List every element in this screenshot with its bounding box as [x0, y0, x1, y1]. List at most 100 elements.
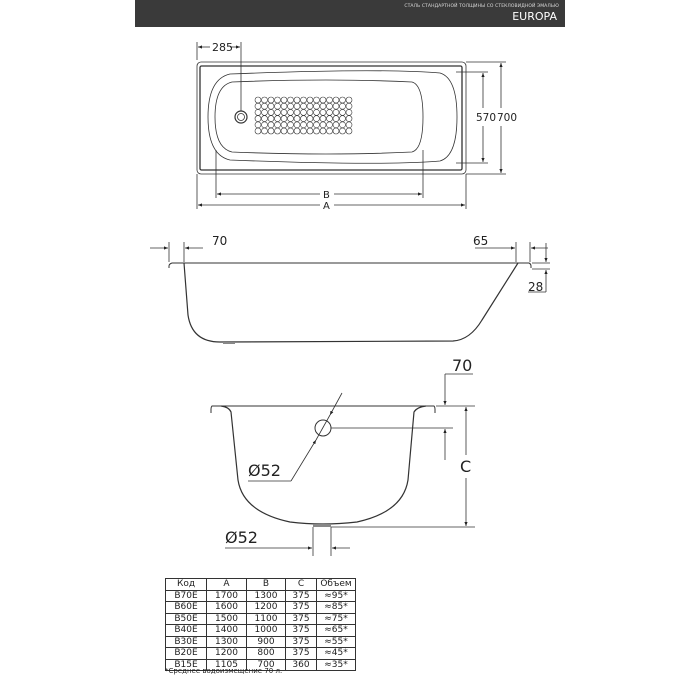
anti-slip-dot: [293, 96, 301, 104]
anti-slip-dot: [254, 109, 262, 116]
anti-slip-dot: [345, 109, 353, 116]
top-view: [196, 42, 506, 209]
table-cell: ≈45*: [316, 647, 356, 660]
table-cell: ≈75*: [316, 612, 356, 625]
anti-slip-dot: [254, 102, 262, 110]
anti-slip-dot: [274, 96, 281, 104]
anti-slip-dot: [300, 102, 307, 110]
col-b: B: [246, 578, 286, 591]
anti-slip-dot: [319, 127, 327, 135]
table-cell: 1700: [206, 589, 247, 602]
anti-slip-dot: [345, 127, 353, 135]
anti-slip-dot: [287, 121, 294, 129]
anti-slip-dot: [267, 109, 275, 116]
anti-slip-dot: [339, 96, 346, 104]
dim-outer-width-label: 700: [497, 112, 517, 124]
anti-slip-dot: [293, 115, 301, 122]
col-volume: Объем: [316, 578, 356, 591]
anti-slip-dot: [339, 115, 346, 122]
table-cell: B30E: [165, 635, 207, 648]
anti-slip-dot: [261, 127, 268, 135]
anti-slip-dot: [254, 96, 262, 104]
drain-icon: [234, 110, 248, 124]
anti-slip-dot: [280, 115, 288, 122]
dim-side-left-label: 70: [212, 234, 227, 248]
anti-slip-dot: [332, 127, 340, 135]
col-a: A: [206, 578, 247, 591]
anti-slip-dot: [339, 109, 346, 116]
anti-slip-dot: [300, 109, 307, 116]
anti-slip-dot: [332, 115, 340, 122]
dim-inner-width-label: 570: [476, 112, 496, 124]
anti-slip-dot: [280, 96, 288, 104]
table-cell: 800: [246, 647, 286, 660]
dim-drain-diameter-label: Ø52: [225, 528, 258, 547]
table-cell: 1400: [206, 624, 247, 637]
header-bar: СТАЛЬ СТАНДАРТНОЙ ТОЛЩИНЫ СО СТЕКЛОВИДНО…: [135, 0, 565, 27]
anti-slip-dot: [254, 115, 262, 122]
table-cell: B60E: [165, 601, 207, 614]
anti-slip-dot: [326, 96, 333, 104]
table-cell: 900: [246, 635, 286, 648]
anti-slip-dot: [313, 102, 320, 110]
table-cell: 360: [285, 658, 317, 671]
anti-slip-dot: [326, 121, 333, 129]
table-cell: 1500: [206, 612, 247, 625]
anti-slip-dot: [345, 121, 353, 129]
tub-inner-rim: [199, 65, 463, 171]
anti-slip-dot: [313, 127, 320, 135]
table-cell: ≈35*: [316, 658, 356, 671]
anti-slip-dot: [293, 121, 301, 129]
anti-slip-dot: [280, 127, 288, 135]
col-code: Код: [165, 578, 207, 591]
anti-slip-dot: [300, 115, 307, 122]
anti-slip-dot: [254, 127, 262, 135]
table-cell: B70E: [165, 589, 207, 602]
table-cell: ≈85*: [316, 601, 356, 614]
anti-slip-dot: [326, 115, 333, 122]
anti-slip-dot: [332, 102, 340, 110]
anti-slip-dot: [332, 96, 340, 104]
header-subtitle: СТАЛЬ СТАНДАРТНОЙ ТОЛЩИНЫ СО СТЕКЛОВИДНО…: [404, 4, 559, 9]
anti-slip-dot: [306, 127, 314, 135]
anti-slip-dot: [300, 127, 307, 135]
anti-slip-dot: [313, 96, 320, 104]
anti-slip-dot: [313, 109, 320, 116]
table-header-row: Код A B C Объем: [165, 578, 356, 591]
anti-slip-dot: [319, 109, 327, 116]
table-cell: ≈55*: [316, 635, 356, 648]
anti-slip-dot: [261, 96, 268, 104]
anti-slip-dot: [339, 121, 346, 129]
anti-slip-dot: [300, 121, 307, 129]
anti-slip-dot: [300, 96, 307, 104]
dim-side-right-label: 65: [473, 234, 488, 248]
dim-b-label: B: [323, 190, 330, 201]
anti-slip-dot: [293, 102, 301, 110]
table-cell: 375: [285, 601, 317, 614]
table-cell: 375: [285, 589, 317, 602]
anti-slip-dot: [287, 102, 294, 110]
anti-slip-dot: [319, 96, 327, 104]
anti-slip-dot: [293, 127, 301, 135]
anti-slip-dot: [319, 102, 327, 110]
footnote: *Среднее водоизмещение 70 л.: [165, 667, 283, 675]
anti-slip-dot: [345, 115, 353, 122]
anti-slip-dot: [326, 102, 333, 110]
anti-slip-dot: [293, 109, 301, 116]
basin-outline: [207, 70, 458, 164]
table-cell: 1300: [246, 589, 286, 602]
basin-floor: [214, 79, 424, 155]
table-cell: 1100: [246, 612, 286, 625]
anti-slip-dot: [267, 115, 275, 122]
anti-slip-dot: [313, 115, 320, 122]
anti-slip-dot: [306, 121, 314, 129]
anti-slip-dot: [274, 109, 281, 116]
